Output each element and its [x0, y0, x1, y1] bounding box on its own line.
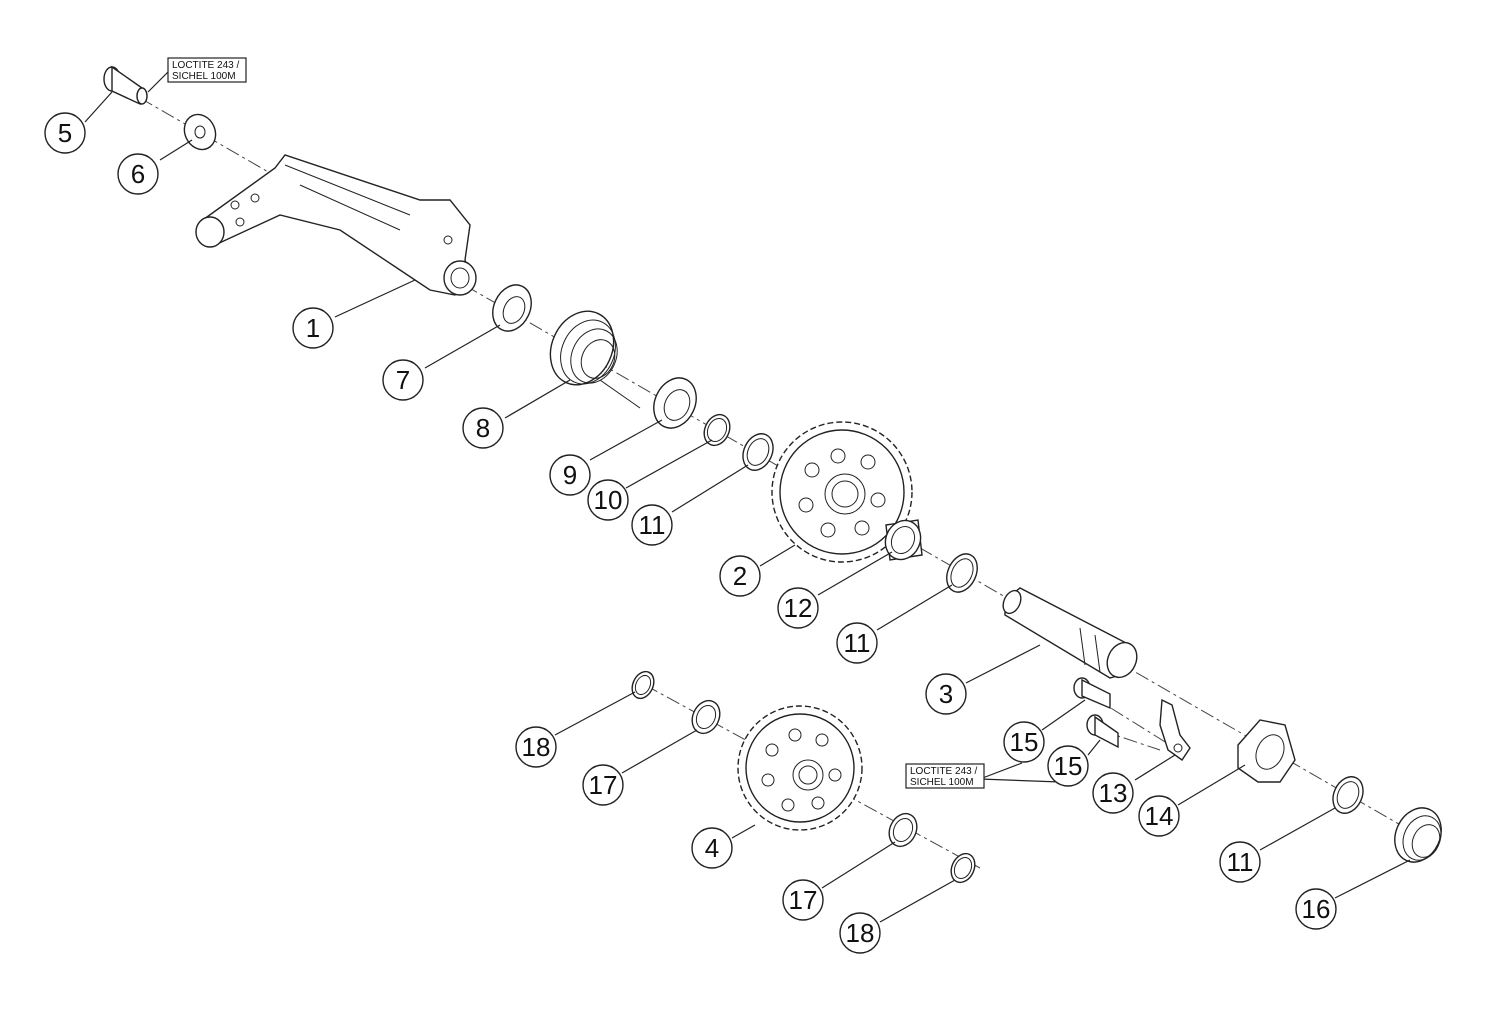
part-bushing-12 [884, 519, 923, 561]
svg-text:3: 3 [939, 679, 953, 709]
svg-text:14: 14 [1145, 801, 1174, 831]
part-gear-2 [771, 421, 913, 563]
part-spring-16 [1394, 807, 1442, 863]
part-shaft-3 [1002, 587, 1138, 679]
note-top-line-2: SICHEL 100M [172, 71, 236, 82]
callout-11-lower: 11 [1219, 841, 1261, 883]
callout-10: 10 [587, 479, 629, 521]
part-ratchet-14 [1237, 719, 1296, 783]
callout-11-upper: 11 [631, 504, 673, 546]
callout-18-upper: 18 [515, 726, 557, 768]
part-washer-11-middle [946, 553, 978, 593]
part-disc-9 [653, 377, 697, 429]
callout-18-lower: 18 [839, 912, 881, 954]
callout-2: 2 [719, 555, 761, 597]
callout-3: 3 [925, 673, 967, 715]
bolt-axis-upper [1089, 694, 1171, 746]
callout-15-lower: 15 [1047, 745, 1089, 787]
svg-text:15: 15 [1010, 727, 1039, 757]
svg-text:18: 18 [846, 918, 875, 948]
svg-text:11: 11 [1227, 847, 1254, 877]
part-circlip-18-upper [631, 670, 655, 700]
part-seal-7 [492, 284, 532, 332]
svg-text:15: 15 [1054, 751, 1083, 781]
loctite-note-bottom: LOCTITE 243 / SICHEL 100M [905, 763, 985, 789]
callout-1: 1 [292, 307, 334, 349]
callout-5: 5 [44, 112, 86, 154]
svg-text:18: 18 [522, 732, 551, 762]
callout-11-middle: 11 [836, 622, 878, 664]
callout-16: 16 [1295, 888, 1337, 930]
part-washer-6 [183, 113, 217, 151]
svg-text:6: 6 [131, 159, 145, 189]
part-washer-11-lower [1332, 776, 1364, 814]
svg-text:12: 12 [784, 593, 813, 623]
svg-text:11: 11 [844, 628, 871, 658]
svg-text:11: 11 [639, 510, 666, 540]
loctite-note-top: LOCTITE 243 / SICHEL 100M [167, 57, 247, 83]
svg-text:10: 10 [594, 485, 623, 515]
svg-text:9: 9 [563, 460, 577, 490]
svg-text:7: 7 [396, 365, 410, 395]
part-pawl-13 [1159, 698, 1191, 761]
callout-6: 6 [117, 153, 159, 195]
part-gear-4 [737, 705, 863, 831]
svg-text:4: 4 [705, 833, 719, 863]
svg-text:13: 13 [1099, 778, 1128, 808]
svg-text:8: 8 [476, 413, 490, 443]
callout-7: 7 [382, 359, 424, 401]
part-circlip-10 [703, 413, 731, 447]
svg-text:17: 17 [589, 770, 618, 800]
svg-text:2: 2 [733, 561, 747, 591]
note-bottom-line-1: LOCTITE 243 / [910, 766, 977, 777]
callout-12: 12 [777, 587, 819, 629]
part-washer-11-upper [742, 433, 774, 471]
part-kickstart-lever [195, 154, 477, 296]
note-top-line-1: LOCTITE 243 / [172, 60, 239, 71]
part-circlip-18-lower [950, 852, 976, 884]
callout-15-upper: 15 [1003, 721, 1045, 763]
callout-17-lower: 17 [782, 879, 824, 921]
callout-8: 8 [462, 407, 504, 449]
callouts: 5 6 1 7 8 9 10 11 2 12 11 3 15 15 13 14 … [44, 112, 1337, 954]
callout-4: 4 [691, 827, 733, 869]
callout-9: 9 [549, 454, 591, 496]
part-washer-17-lower [888, 812, 918, 848]
svg-text:17: 17 [789, 885, 818, 915]
part-spring-8 [549, 310, 641, 409]
leader-lines [84, 71, 1411, 923]
part-washer-17-upper [691, 699, 721, 735]
note-bottom-line-2: SICHEL 100M [910, 777, 974, 788]
callout-14: 14 [1138, 795, 1180, 837]
callout-17-upper: 17 [582, 764, 624, 806]
svg-text:1: 1 [306, 313, 320, 343]
svg-text:16: 16 [1302, 894, 1331, 924]
part-bolts-15 [1073, 677, 1119, 749]
callout-13: 13 [1092, 772, 1134, 814]
svg-text:5: 5 [58, 118, 72, 148]
part-pin [103, 65, 148, 106]
